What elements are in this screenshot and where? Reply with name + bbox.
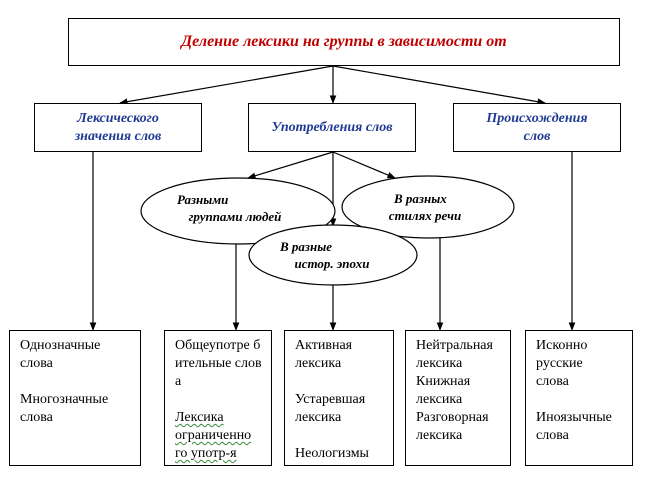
oval-speech-styles: [341, 175, 515, 239]
arrow-usage-to-groups: [247, 151, 334, 180]
oval-historical-epochs: [248, 224, 418, 286]
title-box: Деление лексики на группы в зависимости …: [68, 18, 620, 66]
leaf-item: Разговорная лексика: [416, 410, 489, 443]
leaf-item: Иноязычные слова: [536, 410, 612, 443]
group-box-lexical-meaning: Лексического значения слов: [34, 103, 202, 152]
oval-social-groups: [140, 177, 336, 245]
group-label-origin: Происхождения слов: [486, 110, 588, 144]
leaf-box-meanings: Однозначные слова Многозначные слова: [9, 330, 141, 466]
arrow-usage-to-styles: [332, 151, 396, 179]
leaf-item: Многозначные слова: [20, 392, 109, 425]
leaf-item: Общеупотре бительные слова: [175, 338, 262, 389]
leaf-item: Устаревшая лексика: [295, 392, 366, 425]
leaf-item: Лексика ограниченно го употр-я: [175, 410, 252, 461]
leaf-item: Активная лексика: [295, 338, 353, 371]
leaf-box-usage-scope: Общеупотре бительные слова Лексика огран…: [164, 330, 272, 466]
leaf-box-styles: Нейтральная лексика Книжная лексика Разг…: [405, 330, 511, 466]
arrow-title-to-lexical: [119, 65, 334, 106]
group-box-origin: Происхождения слов: [453, 103, 621, 152]
arrow-title-to-origin: [332, 65, 546, 106]
leaf-item: Исконно русские слова: [536, 338, 588, 389]
group-box-word-usage: Употребления слов: [248, 103, 416, 152]
group-label-lexical-meaning: Лексического значения слов: [74, 110, 162, 144]
oval-label-speech-styles: В разных стилях речи: [388, 191, 462, 223]
oval-label-historical-epochs: В разные истор. эпохи: [280, 239, 370, 271]
group-label-word-usage: Употребления слов: [271, 119, 393, 135]
leaf-box-historical: Активная лексика Устаревшая лексика Неол…: [284, 330, 394, 466]
leaf-item: Нейтральная лексика: [416, 338, 493, 371]
leaf-item: Однозначные слова: [20, 338, 101, 371]
leaf-item: Неологизмы: [295, 446, 369, 461]
leaf-item: Книжная лексика: [416, 374, 471, 407]
diagram-title: Деление лексики на группы в зависимости …: [181, 33, 507, 50]
leaf-box-origin: Исконно русские слова Иноязычные слова: [525, 330, 633, 466]
oval-label-social-groups: Разными группами людей: [177, 192, 282, 224]
